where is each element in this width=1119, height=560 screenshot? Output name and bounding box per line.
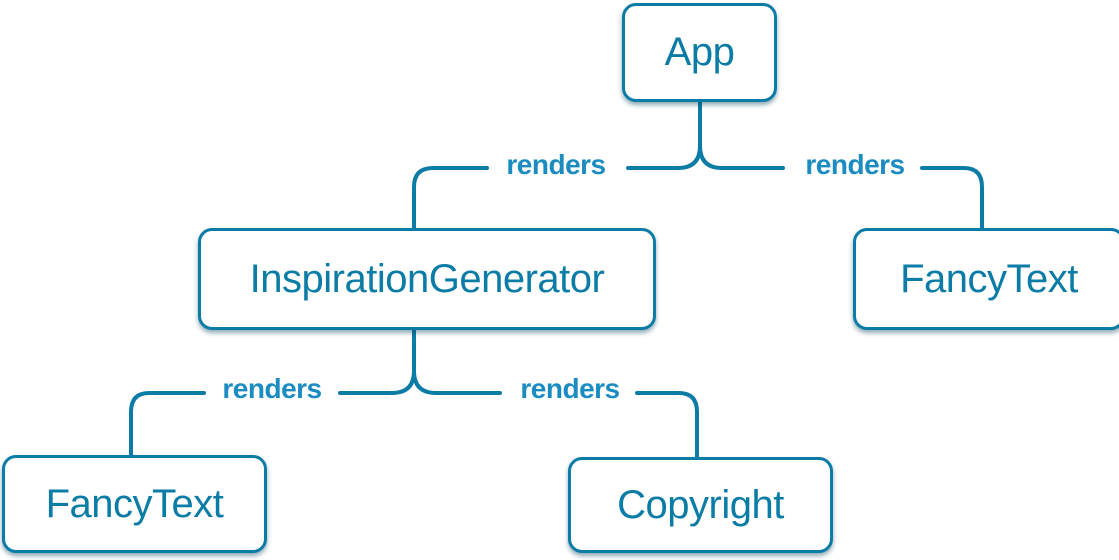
node-fancy-text-right-label: FancyText <box>900 256 1078 301</box>
node-copyright: Copyright <box>568 457 833 553</box>
edge-label-renders-app-fancytext: renders <box>805 149 905 180</box>
node-inspiration-generator-label: InspirationGenerator <box>249 256 605 301</box>
edge-app-inspiration-segment-a <box>626 100 702 170</box>
edge-app-fancytext-segment-b <box>920 166 984 230</box>
node-app: App <box>622 3 777 102</box>
node-inspiration-generator: InspirationGenerator <box>198 228 656 330</box>
edge-inspiration-copyright-segment-b <box>635 391 699 459</box>
node-app-label: App <box>664 30 735 74</box>
edge-app-inspiration-segment-b <box>412 166 489 230</box>
edge-inspiration-fancytext-segment-a <box>338 328 416 395</box>
edge-label-renders-inspiration-copyright: renders <box>520 373 620 404</box>
node-fancy-text-right: FancyText <box>853 228 1119 330</box>
edge-inspiration-fancytext-segment-b <box>129 391 206 457</box>
edge-app-fancytext-segment-a <box>698 144 785 170</box>
edge-inspiration-copyright-segment-a <box>412 369 502 395</box>
edge-label-renders-inspiration-fancytext: renders <box>222 373 322 404</box>
node-fancy-text-left: FancyText <box>2 455 267 553</box>
edge-label-renders-app-inspiration: renders <box>506 149 606 180</box>
node-fancy-text-left-label: FancyText <box>45 481 224 526</box>
node-copyright-label: Copyright <box>617 482 784 527</box>
